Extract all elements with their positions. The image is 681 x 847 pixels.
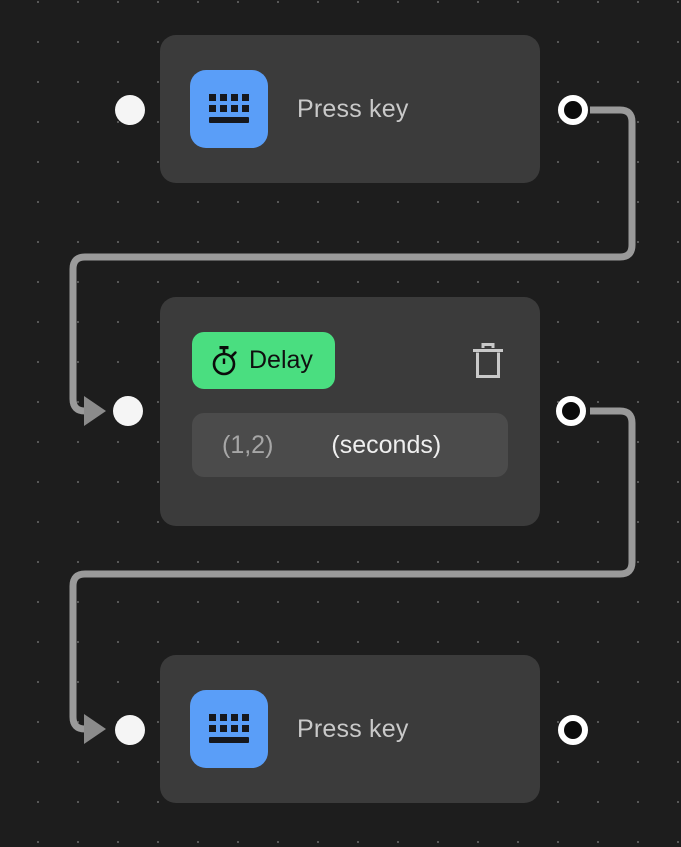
node-title: Press key (297, 714, 409, 743)
node-header: Press key (190, 690, 540, 768)
edge-arrow-icon (84, 396, 106, 426)
delay-badge-label: Delay (249, 346, 313, 374)
node-title: Press key (297, 94, 409, 123)
delay-badge: Delay (192, 332, 335, 389)
input-port[interactable] (115, 715, 145, 745)
node-delay-1[interactable]: Delay (1,2) (seconds) (113, 297, 586, 526)
delay-duration-placeholder: (1,2) (222, 430, 274, 459)
keyboard-icon (209, 94, 249, 123)
input-port[interactable] (115, 95, 145, 125)
node-header: Delay (192, 332, 508, 389)
node-press-key-1[interactable]: Press key (115, 35, 588, 183)
edge-arrow-icon (84, 714, 106, 744)
keyboard-icon-badge (190, 70, 268, 148)
delay-unit-label: (seconds) (331, 430, 442, 459)
trash-icon (473, 342, 503, 378)
delete-button[interactable] (468, 340, 508, 382)
node-press-key-2[interactable]: Press key (115, 655, 588, 803)
output-port[interactable] (556, 396, 586, 426)
delay-duration-input[interactable]: (1,2) (seconds) (192, 413, 508, 477)
node-header: Press key (190, 70, 540, 148)
keyboard-icon (209, 714, 249, 743)
keyboard-icon-badge (190, 690, 268, 768)
output-port[interactable] (558, 715, 588, 745)
input-port[interactable] (113, 396, 143, 426)
output-port[interactable] (558, 95, 588, 125)
stopwatch-icon (212, 345, 237, 376)
